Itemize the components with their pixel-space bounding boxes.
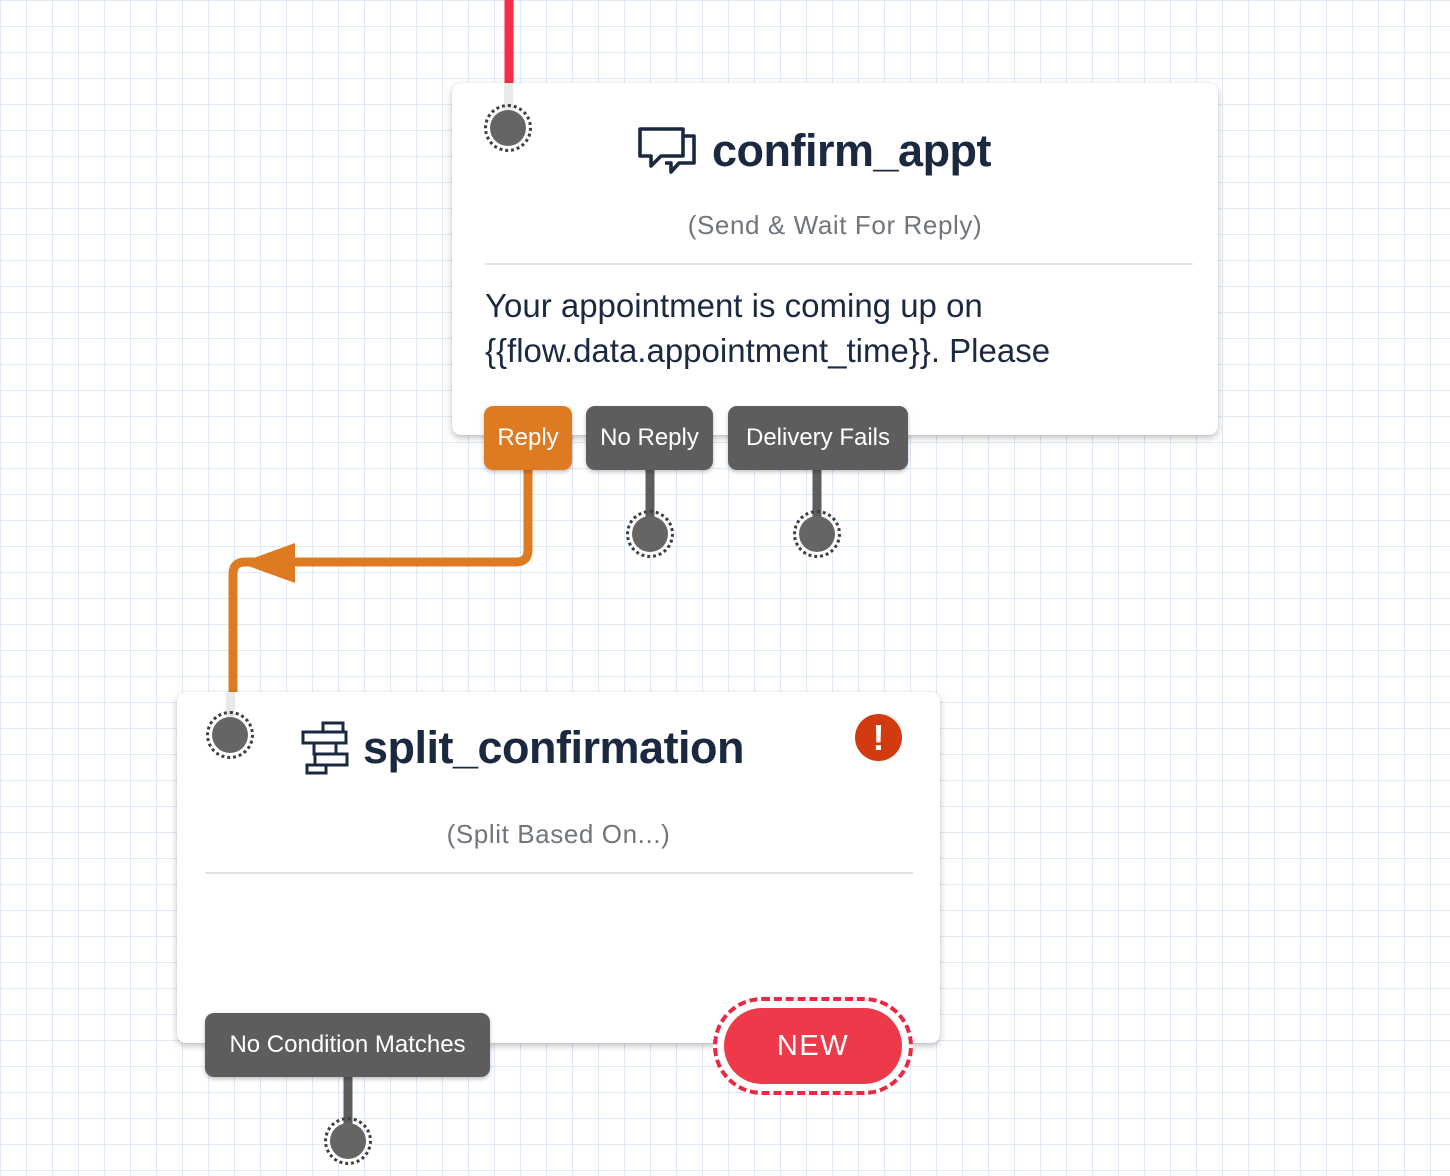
split-based-on-icon	[301, 721, 349, 775]
widget-type-label: (Send & Wait For Reply)	[687, 210, 983, 240]
connector-dot-split-in[interactable]	[206, 711, 254, 759]
connector-dot-no-condition[interactable]	[324, 1117, 372, 1165]
message-body-preview: Your appointment is coming up on {{flow.…	[485, 287, 1051, 369]
reply-transition-connector[interactable]	[228, 466, 533, 694]
connector-dot-confirm-in[interactable]	[484, 104, 532, 152]
no-condition-matches-port-button[interactable]: No Condition Matches	[205, 1013, 490, 1077]
incoming-stem	[226, 692, 235, 736]
widget-split-confirmation[interactable]: split_confirmation ! (Split Based On...)…	[177, 692, 940, 1095]
incoming-stem	[504, 83, 513, 129]
new-transition-highlight: NEW	[713, 997, 913, 1095]
card-divider	[205, 872, 913, 874]
widget-title: confirm_appt	[712, 125, 992, 176]
widget-header: confirm_appt	[638, 119, 992, 183]
connector-dot-delivery-fails[interactable]	[793, 510, 841, 558]
no-reply-port-button[interactable]: No Reply	[586, 406, 713, 470]
widget-type-label: (Split Based On...)	[446, 819, 671, 849]
error-badge[interactable]: !	[855, 714, 902, 761]
reply-port-button[interactable]: Reply	[484, 406, 572, 470]
card-divider	[485, 263, 1193, 265]
widget-title: split_confirmation	[363, 722, 745, 773]
new-button[interactable]: NEW	[724, 1008, 902, 1084]
widget-header: split_confirmation	[301, 716, 745, 780]
widget-confirm-appt[interactable]: confirm_appt (Send & Wait For Reply) You…	[452, 83, 1218, 470]
chat-bubbles-icon	[638, 127, 696, 174]
connector-dot-no-reply[interactable]	[626, 510, 674, 558]
delivery-fails-port-button[interactable]: Delivery Fails	[728, 406, 908, 470]
connector-arrowhead	[240, 543, 295, 583]
